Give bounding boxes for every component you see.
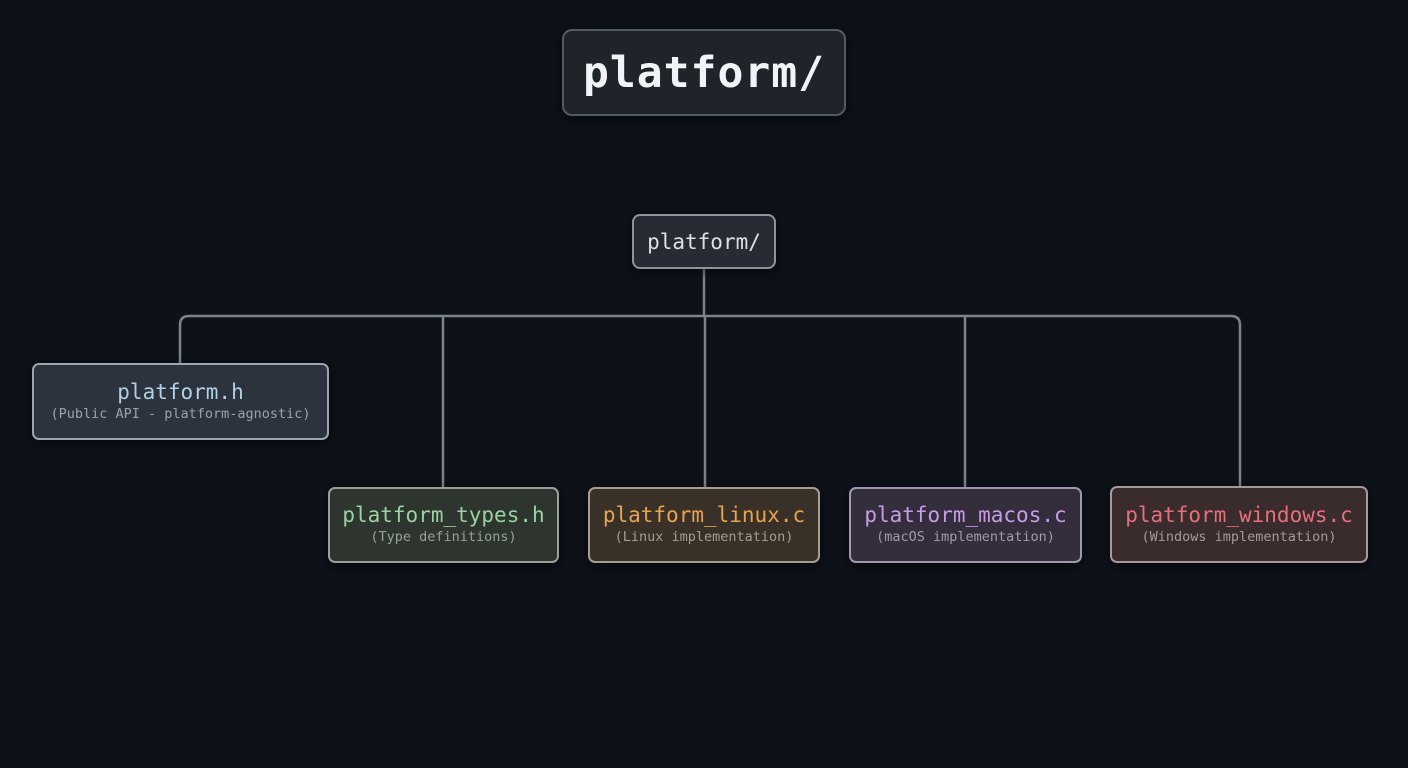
node-platform-types-h: platform_types.h (Type definitions): [328, 487, 559, 563]
node-subtitle: (Windows implementation): [1141, 528, 1337, 545]
page-title: platform/: [583, 47, 825, 98]
node-title: platform_windows.c: [1125, 502, 1353, 527]
node-platform-h: platform.h (Public API - platform-agnost…: [32, 363, 329, 440]
node-title: platform_types.h: [342, 503, 545, 528]
node-platform-linux-c: platform_linux.c (Linux implementation): [588, 487, 820, 563]
connector-bus: [178, 314, 1242, 486]
node-subtitle: (Linux implementation): [614, 529, 794, 546]
diagram-title-box: platform/: [562, 29, 846, 116]
node-title: platform.h: [117, 379, 244, 404]
node-subtitle: (Type definitions): [370, 529, 517, 546]
tree-root-label: platform/: [647, 229, 761, 254]
node-title: platform_linux.c: [602, 503, 806, 528]
tree-connector-lines: [178, 269, 1242, 487]
node-platform-windows-c: platform_windows.c (Windows implementati…: [1110, 486, 1368, 563]
node-platform-macos-c: platform_macos.c (macOS implementation): [849, 487, 1082, 563]
node-subtitle: (macOS implementation): [876, 529, 1055, 546]
node-subtitle: (Public API - platform-agnostic): [50, 405, 311, 422]
tree-root-node: platform/: [632, 214, 776, 269]
node-title: platform_macos.c: [864, 503, 1067, 528]
